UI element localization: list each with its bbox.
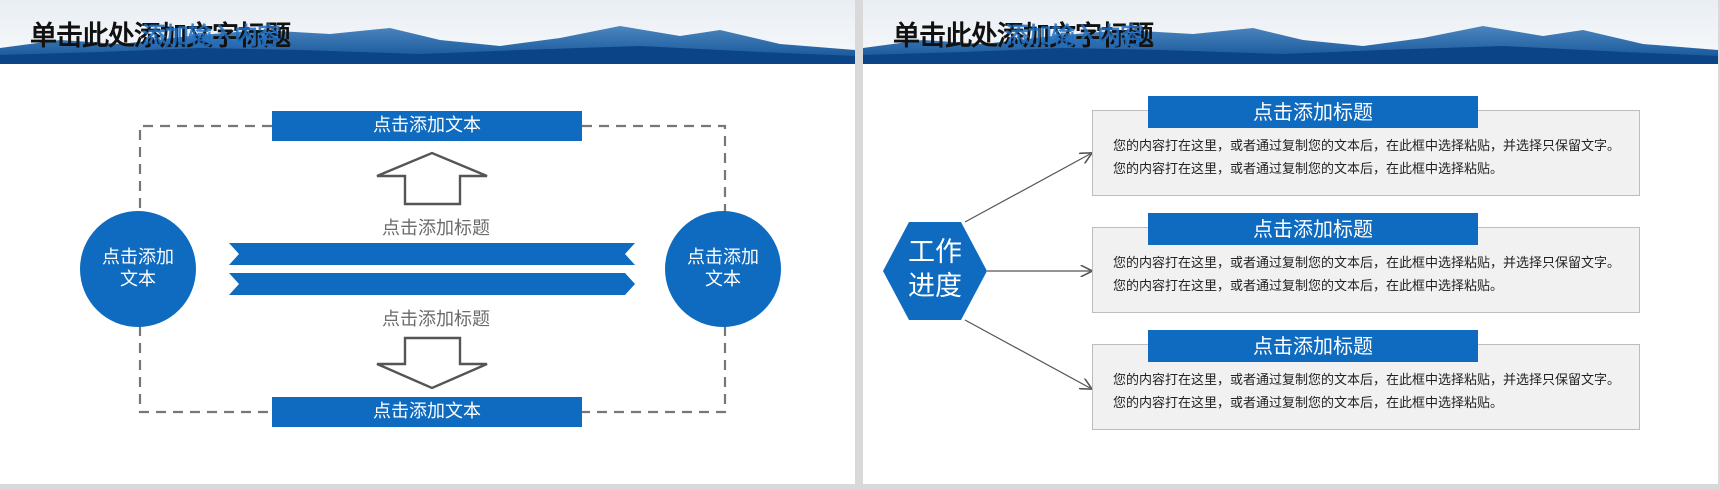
bottom-text-bar[interactable]: 点击添加文本 [272, 397, 582, 427]
right-circle-label: 点击添加文本 [687, 247, 759, 290]
ribbon-upper [229, 243, 635, 265]
slide-title-overlay: 添加输入内容 [1005, 22, 1144, 50]
left-circle-label: 点击添加文本 [102, 247, 174, 290]
mountain-banner [0, 0, 855, 64]
hexagon-label[interactable]: 工作进度 [908, 237, 962, 302]
content-box-text: 您的内容打在这里，或者通过复制您的文本后，在此框中选择粘贴，并选择只保留文字。您… [1113, 139, 1621, 177]
process-diagram [883, 0, 1718, 484]
bottom-text-bar-label: 点击添加文本 [373, 401, 481, 422]
cycle-diagram [138, 124, 727, 414]
lower-title-label[interactable]: 点击添加标题 [382, 309, 490, 330]
dashed-frame [138, 124, 727, 414]
content-box-text: 您的内容打在这里，或者通过复制您的文本后，在此框中选择粘贴，并选择只保留文字。您… [1113, 373, 1621, 411]
down-arrow-icon [376, 336, 488, 390]
upper-title-label[interactable]: 点击添加标题 [382, 218, 490, 239]
left-circle[interactable]: 点击添加文本 [80, 211, 196, 327]
content-box-3[interactable]: 您的内容打在这里，或者通过复制您的文本后，在此框中选择粘贴，并选择只保留文字。您… [1092, 344, 1640, 430]
content-box-text: 您的内容打在这里，或者通过复制您的文本后，在此框中选择粘贴，并选择只保留文字。您… [1113, 256, 1621, 294]
slide-title-overlay: 添加输入内容 [142, 22, 281, 50]
content-box-title-3[interactable]: 点击添加标题 [1148, 330, 1478, 362]
ribbon-lower [229, 273, 635, 295]
right-circle[interactable]: 点击添加文本 [665, 211, 781, 327]
mountain-banner [863, 0, 1718, 64]
top-text-bar[interactable]: 点击添加文本 [272, 111, 582, 141]
up-arrow-icon [376, 151, 488, 206]
connector-arrow-1 [964, 154, 1090, 223]
slide-left: 单击此处添加文字标题 添加输入内容 点击添加文本 点击添加文本 点击添加文本 点… [0, 0, 855, 484]
slide-right: 单击此处添加文字标题 添加输入内容 工作进度 您的内容打在这里，或者通过复制您的… [863, 0, 1718, 484]
hexagon-shape [883, 222, 987, 320]
content-box-title-1[interactable]: 点击添加标题 [1148, 96, 1478, 128]
slide-title[interactable]: 单击此处添加文字标题 [30, 21, 291, 52]
slide-title[interactable]: 单击此处添加文字标题 [893, 21, 1154, 52]
content-box-title-2[interactable]: 点击添加标题 [1148, 213, 1478, 245]
top-text-bar-label: 点击添加文本 [373, 115, 481, 136]
connector-arrow-3 [964, 319, 1090, 388]
